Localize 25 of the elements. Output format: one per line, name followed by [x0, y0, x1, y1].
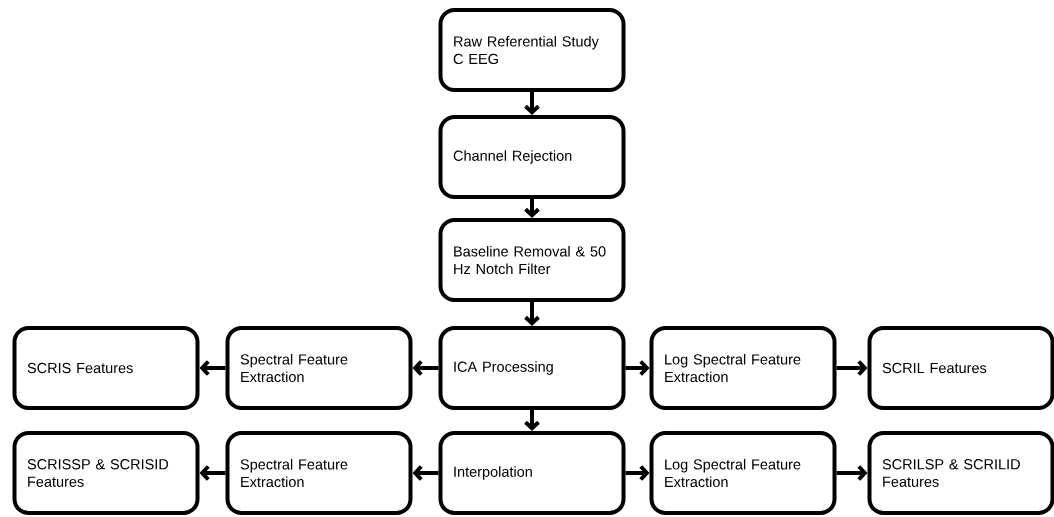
process-box: Channel Rejection	[438, 115, 626, 199]
arrow	[524, 302, 540, 326]
arrow	[625, 465, 650, 481]
arrow	[524, 92, 540, 115]
process-box: Log Spectral Feature Extraction	[649, 326, 837, 410]
arrow	[625, 360, 650, 376]
arrow	[836, 360, 868, 376]
process-box: SCRIL Features	[867, 326, 1054, 410]
process-box: SCRIS Features	[12, 326, 200, 410]
process-box: ICA Processing	[438, 326, 626, 410]
arrow	[199, 360, 226, 376]
process-box: SCRILSP & SCRILID Features	[867, 431, 1054, 515]
process-box: Spectral Feature Extraction	[225, 326, 413, 410]
arrow	[199, 465, 226, 481]
arrow	[524, 410, 540, 431]
arrow	[412, 465, 439, 481]
process-box: Log Spectral Feature Extraction	[649, 431, 837, 515]
process-box: Raw Referential Study C EEG	[438, 8, 626, 92]
process-box: Baseline Removal & 50 Hz Notch Filter	[438, 218, 626, 302]
process-box: Spectral Feature Extraction	[225, 431, 413, 515]
arrow	[524, 199, 540, 218]
process-box: Interpolation	[438, 431, 626, 515]
arrow	[836, 465, 868, 481]
process-box: SCRISSP & SCRISID Features	[12, 431, 200, 515]
arrow	[412, 360, 439, 376]
